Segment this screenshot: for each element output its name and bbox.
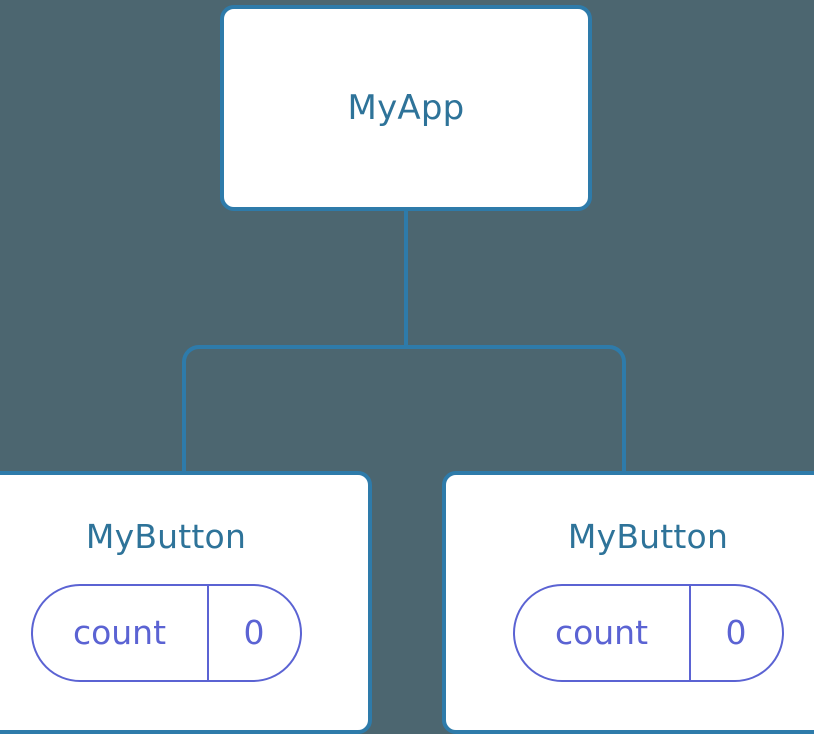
node-mybutton-left-label: MyButton bbox=[85, 517, 247, 556]
state-key-left: count bbox=[33, 586, 209, 680]
edge-root-to-right-child bbox=[406, 345, 626, 475]
state-key-right: count bbox=[515, 586, 691, 680]
node-mybutton-right-label: MyButton bbox=[567, 517, 729, 556]
node-myapp-label: MyApp bbox=[347, 88, 465, 128]
state-value-right: 0 bbox=[725, 613, 747, 652]
edge-root-to-left-child bbox=[182, 345, 406, 475]
node-mybutton-right[interactable]: MyButton count 0 bbox=[442, 471, 814, 734]
node-myapp[interactable]: MyApp bbox=[220, 5, 592, 211]
state-value-left: 0 bbox=[243, 613, 265, 652]
state-pill-right[interactable]: count 0 bbox=[512, 584, 784, 682]
state-pill-left[interactable]: count 0 bbox=[30, 584, 302, 682]
node-mybutton-left[interactable]: MyButton count 0 bbox=[0, 471, 372, 734]
